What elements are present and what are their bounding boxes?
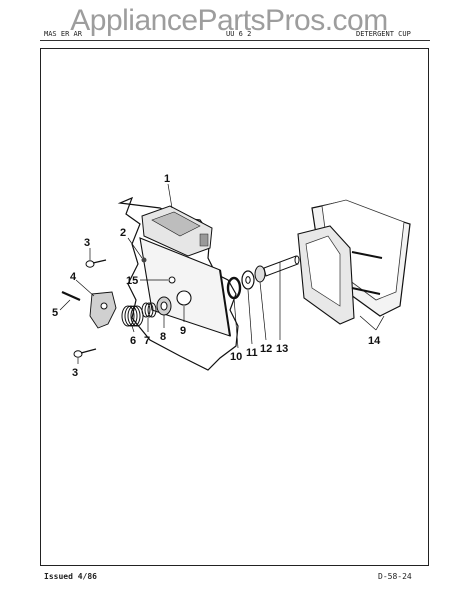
header-rule — [40, 40, 430, 41]
diagram-frame — [40, 48, 429, 566]
callout-7: 7 — [144, 335, 150, 347]
part-13-shaft — [263, 255, 299, 277]
callout-12: 12 — [260, 343, 272, 355]
callout-4: 4 — [70, 271, 77, 283]
part-2-screw — [141, 257, 147, 263]
callout-2: 2 — [120, 227, 126, 239]
callout-13: 13 — [276, 343, 288, 355]
header-model-number: UU 6 2 — [226, 30, 252, 38]
part-7-spring — [141, 302, 157, 318]
watermark: AppliancePartsPros.com — [70, 4, 388, 37]
callout-6: 6 — [130, 335, 136, 347]
callout-15: 15 — [126, 275, 138, 287]
callout-10: 10 — [230, 351, 242, 363]
exploded-parts-diagram: 1 2 3 4 5 6 7 8 9 10 11 12 13 14 15 3 — [52, 173, 411, 379]
part-6-spring — [121, 305, 144, 327]
header-section-label: MAS ER AR — [44, 30, 82, 38]
part-12-washer — [254, 265, 266, 283]
part-3-screw-lower — [73, 348, 97, 358]
part-3-screw-upper — [85, 259, 107, 268]
part-15-screw — [168, 276, 176, 284]
part-4-latch — [89, 291, 117, 329]
callout-14: 14 — [368, 335, 381, 347]
header-part-name: DETERGENT CUP — [356, 30, 411, 38]
callout-1: 1 — [164, 173, 170, 185]
callout-8: 8 — [160, 331, 166, 343]
callout-11: 11 — [246, 347, 258, 359]
page-code: D-58-24 — [378, 572, 412, 581]
part-9-ring — [176, 290, 192, 306]
part-14-cup — [297, 199, 411, 325]
part-5-pin — [61, 290, 81, 302]
callout-3-lower: 3 — [72, 367, 78, 379]
callout-5: 5 — [52, 307, 58, 319]
callout-3-upper: 3 — [84, 237, 90, 249]
part-8-cam — [156, 296, 172, 316]
issued-date: Issued 4/86 — [44, 572, 97, 581]
callout-9: 9 — [180, 325, 186, 337]
